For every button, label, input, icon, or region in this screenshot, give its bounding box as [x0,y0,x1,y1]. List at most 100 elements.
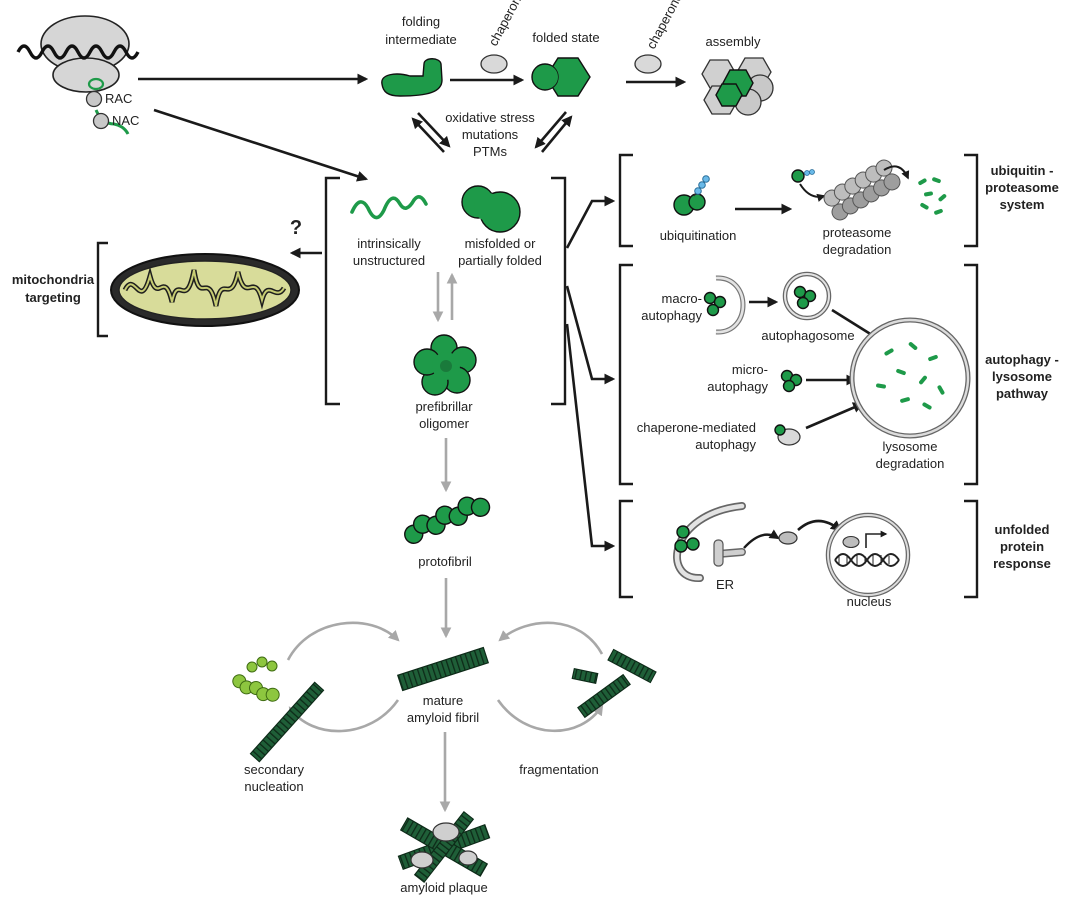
mature-fibril-label-2: amyloid fibril [407,710,479,725]
arrow-er-to-signal [743,529,780,549]
nac-label: NAC [112,113,139,128]
chaperone-label-1: chaperone [485,0,527,48]
nucleus-icon [825,512,911,598]
micro-autophagy-cargo-icon [780,369,803,393]
mito-label-2: targeting [25,290,81,305]
ups-label-1: ubiquitin - [991,163,1054,178]
autophagy-bracket-left [618,263,633,486]
assembly-label: assembly [706,34,761,49]
ribosome-icon [16,15,140,135]
chaperone-label-2: chaperone [643,0,685,51]
lysosome-label-1: lysosome [883,439,938,454]
fragmentation-label: fragmentation [519,762,599,777]
macro-label-2: autophagy [641,308,702,323]
upr-bracket-left [618,499,633,599]
protofibril-label: protofibril [418,554,472,569]
alp-label-2: lysosome [992,369,1052,384]
arrow-signal-to-nucleus [797,519,842,532]
protofibril-icon [404,496,491,544]
arrow-refold-right [540,115,573,153]
phagophore-icon [703,275,746,335]
ubiquitinated-protein-icon [673,175,710,216]
intrinsically-label-2: unstructured [353,253,425,268]
misfolded-label-1: misfolded or [465,236,536,251]
autophagy-bracket-right [964,263,979,486]
folded-state-icon [531,57,591,97]
arrow-to-upr [565,323,616,552]
central-bracket-left [324,176,340,406]
ubiquitination-label: ubiquitination [660,228,737,243]
er-label: ER [716,577,734,592]
fragmentation-icon [571,648,657,719]
micro-label-1: micro- [732,362,768,377]
er-icon [673,502,746,583]
arrow-refold-left [411,117,445,153]
folded-state-label: folded state [532,30,599,45]
peptide-fragments-icon [918,177,947,215]
nucleus-label: nucleus [847,594,892,609]
arrow-to-ups [565,195,616,249]
lysosome-icon [849,317,971,439]
cma-chaperone-icon [774,424,801,446]
unstructured-protein-icon [350,195,428,220]
central-bracket-right [551,176,567,406]
fragmentation-arrow-top [498,621,604,655]
cma-label-2: autophagy [695,437,756,452]
prefibrillar-oligomer-icon [413,334,477,396]
cma-label-1: chaperone-mediated [637,420,756,435]
macro-label-1: macro- [662,291,702,306]
secondary-nucleation-arrow-top [286,621,400,661]
ups-bracket-left [618,153,633,248]
upr-label-1: unfolded [995,522,1050,537]
arrow-unfold-left [417,112,451,148]
folding-intermediate-label-1: folding [402,14,440,29]
upr-label-3: response [993,556,1051,571]
misfolded-protein-icon [461,185,521,233]
folding-intermediate-icon [381,58,443,97]
prefibrillar-label-2: oligomer [419,416,470,431]
autophagosome-icon [782,271,832,321]
arrow-unfold-right [534,111,567,149]
mature-fibril-icon [396,646,490,692]
question-mark: ? [290,217,302,239]
secondary-nucleation-icon [232,656,325,763]
nac-complex-icon [92,112,110,130]
chaperone-icon-2 [634,54,662,74]
upr-label-2: protein [1000,539,1044,554]
chaperone-icon-1 [480,54,508,74]
upr-signal-icon [778,531,798,545]
proteasome-icon [791,159,910,221]
proteasome-label-1: proteasome [823,225,892,240]
alp-label-3: pathway [996,386,1049,401]
arrow-to-autophagy [565,285,616,385]
fragmentation-arrow-bottom [496,699,604,733]
upr-bracket-right [964,499,979,599]
ups-label-2: proteasome [985,180,1059,195]
mitochondrion-icon [110,253,300,327]
secondary-nucleation-label-1: secondary [244,762,304,777]
stress-label-1: oxidative stress [445,110,535,125]
amyloid-plaque-label: amyloid plaque [400,880,487,895]
misfolded-label-2: partially folded [458,253,542,268]
stress-label-3: PTMs [473,144,507,159]
amyloid-plaque-icon [397,811,491,883]
rac-label: RAC [105,91,132,106]
mito-bracket [96,241,108,338]
mature-fibril-label-1: mature [423,693,463,708]
mito-label-1: mitochondria [12,272,95,287]
ups-bracket-right [964,153,979,248]
ups-label-3: system [1000,197,1045,212]
assembly-icon [701,57,774,116]
stress-label-2: mutations [462,127,519,142]
prefibrillar-label-1: prefibrillar [415,399,473,414]
arrow-cma-to-lysosome [805,402,865,430]
lysosome-label-2: degradation [876,456,945,471]
autophagosome-label: autophagosome [761,328,854,343]
micro-label-2: autophagy [707,379,768,394]
intrinsically-label-1: intrinsically [357,236,421,251]
folding-intermediate-label-2: intermediate [385,32,457,47]
alp-label-1: autophagy - [985,352,1059,367]
proteasome-label-2: degradation [823,242,892,257]
rac-complex-icon [85,90,103,108]
